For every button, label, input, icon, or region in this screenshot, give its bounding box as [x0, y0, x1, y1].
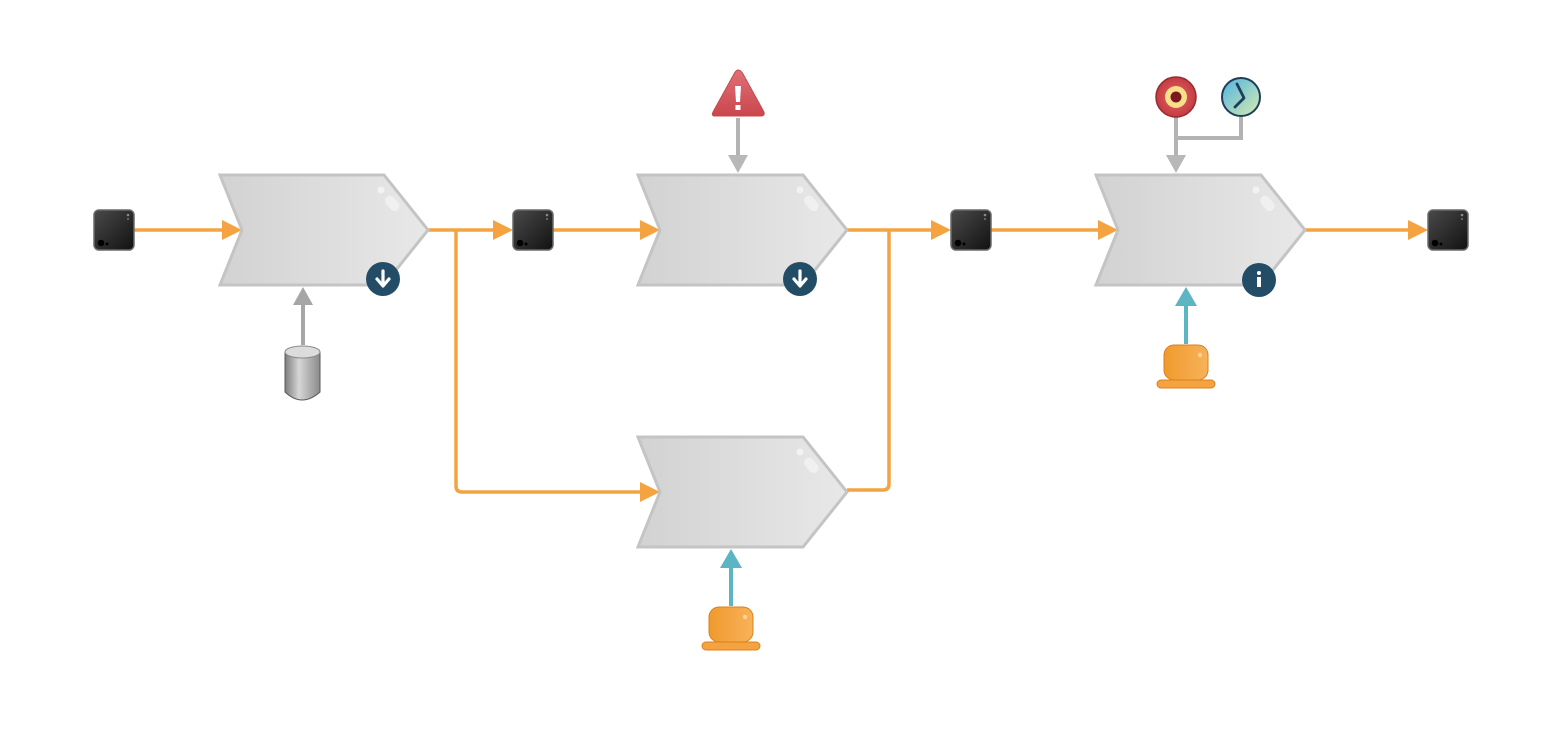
process-4[interactable] — [1093, 173, 1307, 297]
button-dome — [1163, 344, 1209, 381]
event-square[interactable] — [512, 209, 554, 251]
process-chevron[interactable] — [217, 173, 430, 287]
arrowhead — [640, 220, 660, 240]
event-dot-small — [105, 242, 109, 246]
event-start[interactable] — [93, 209, 135, 251]
flow-connectors — [134, 228, 1414, 494]
process-1[interactable] — [217, 173, 430, 296]
download-badge[interactable] — [783, 262, 817, 296]
event-dot-small — [962, 242, 966, 246]
info-icon-dot — [1257, 271, 1261, 275]
resource-links — [301, 117, 1243, 345]
gloss-dot — [796, 448, 804, 456]
event-dot-large — [97, 239, 105, 247]
arrowhead — [728, 155, 748, 173]
arrowhead — [293, 287, 313, 305]
link-clock-to-process-4[interactable] — [1176, 117, 1243, 140]
event-square[interactable] — [93, 209, 135, 251]
download-icon — [792, 269, 808, 288]
clock-face — [1221, 77, 1261, 117]
button-base — [1156, 379, 1216, 389]
human-button-icon[interactable] — [701, 606, 761, 651]
event-dot-small — [1439, 242, 1443, 246]
event-light — [983, 213, 987, 217]
process-chevron[interactable] — [635, 173, 849, 287]
info-icon — [1257, 277, 1261, 287]
event-3[interactable] — [950, 209, 992, 251]
event-light — [127, 218, 129, 220]
button-dome — [708, 606, 754, 643]
arrowhead — [640, 482, 660, 502]
event-light — [1460, 213, 1464, 217]
event-square[interactable] — [1427, 209, 1469, 251]
clock-hands — [1233, 82, 1246, 109]
download-icon — [375, 269, 391, 288]
gloss-pill — [804, 457, 819, 474]
arrowhead — [1098, 220, 1118, 240]
human-button-icon[interactable] — [1156, 344, 1216, 389]
button-highlight — [1197, 352, 1203, 358]
arrowhead — [1166, 155, 1186, 173]
gloss-pill — [1260, 195, 1275, 212]
info-badge[interactable] — [1242, 263, 1276, 297]
human-links — [720, 287, 1197, 606]
gloss-dot — [377, 186, 385, 194]
event-dot-small — [524, 242, 528, 246]
event-light — [1461, 218, 1463, 220]
event-light — [126, 213, 130, 217]
gloss-pill — [804, 195, 819, 212]
event-end[interactable] — [1427, 209, 1469, 251]
process-3[interactable] — [635, 435, 849, 549]
event-2[interactable] — [512, 209, 554, 251]
target-icon[interactable] — [1155, 76, 1197, 118]
event-dot-large — [516, 239, 524, 247]
event-square[interactable] — [950, 209, 992, 251]
flow-process-1-to-process-3[interactable] — [454, 230, 648, 494]
event-light — [984, 218, 986, 220]
database-body — [284, 351, 321, 401]
event-dot-large — [954, 239, 962, 247]
database-top — [284, 345, 321, 359]
button-base — [701, 641, 761, 651]
warning-icon[interactable] — [711, 69, 765, 117]
event-light — [545, 213, 549, 217]
target-center — [1170, 91, 1182, 103]
arrowhead — [1175, 287, 1197, 306]
event-dot-large — [1431, 239, 1439, 247]
clock-icon[interactable] — [1221, 77, 1261, 117]
arrowhead — [1408, 220, 1428, 240]
arrowhead — [222, 220, 242, 240]
gloss-dot — [796, 186, 804, 194]
download-badge[interactable] — [366, 262, 400, 296]
arrowhead — [493, 220, 513, 240]
process-chevron[interactable] — [635, 435, 849, 549]
arrowhead — [931, 220, 951, 240]
warning-exclamation — [735, 86, 741, 102]
flow-arrowheads — [222, 220, 1428, 502]
database-icon[interactable] — [284, 345, 321, 401]
process-chevron[interactable] — [1093, 173, 1307, 287]
gloss-pill — [385, 195, 400, 212]
warning-exclamation-dot — [735, 105, 741, 110]
process-2[interactable] — [635, 173, 849, 296]
arrowhead — [720, 549, 742, 568]
button-highlight — [742, 614, 748, 620]
flow-process-3-to-event-3[interactable] — [847, 230, 891, 492]
gloss-dot — [1252, 186, 1260, 194]
event-light — [546, 218, 548, 220]
resource-arrowheads — [293, 155, 1186, 305]
